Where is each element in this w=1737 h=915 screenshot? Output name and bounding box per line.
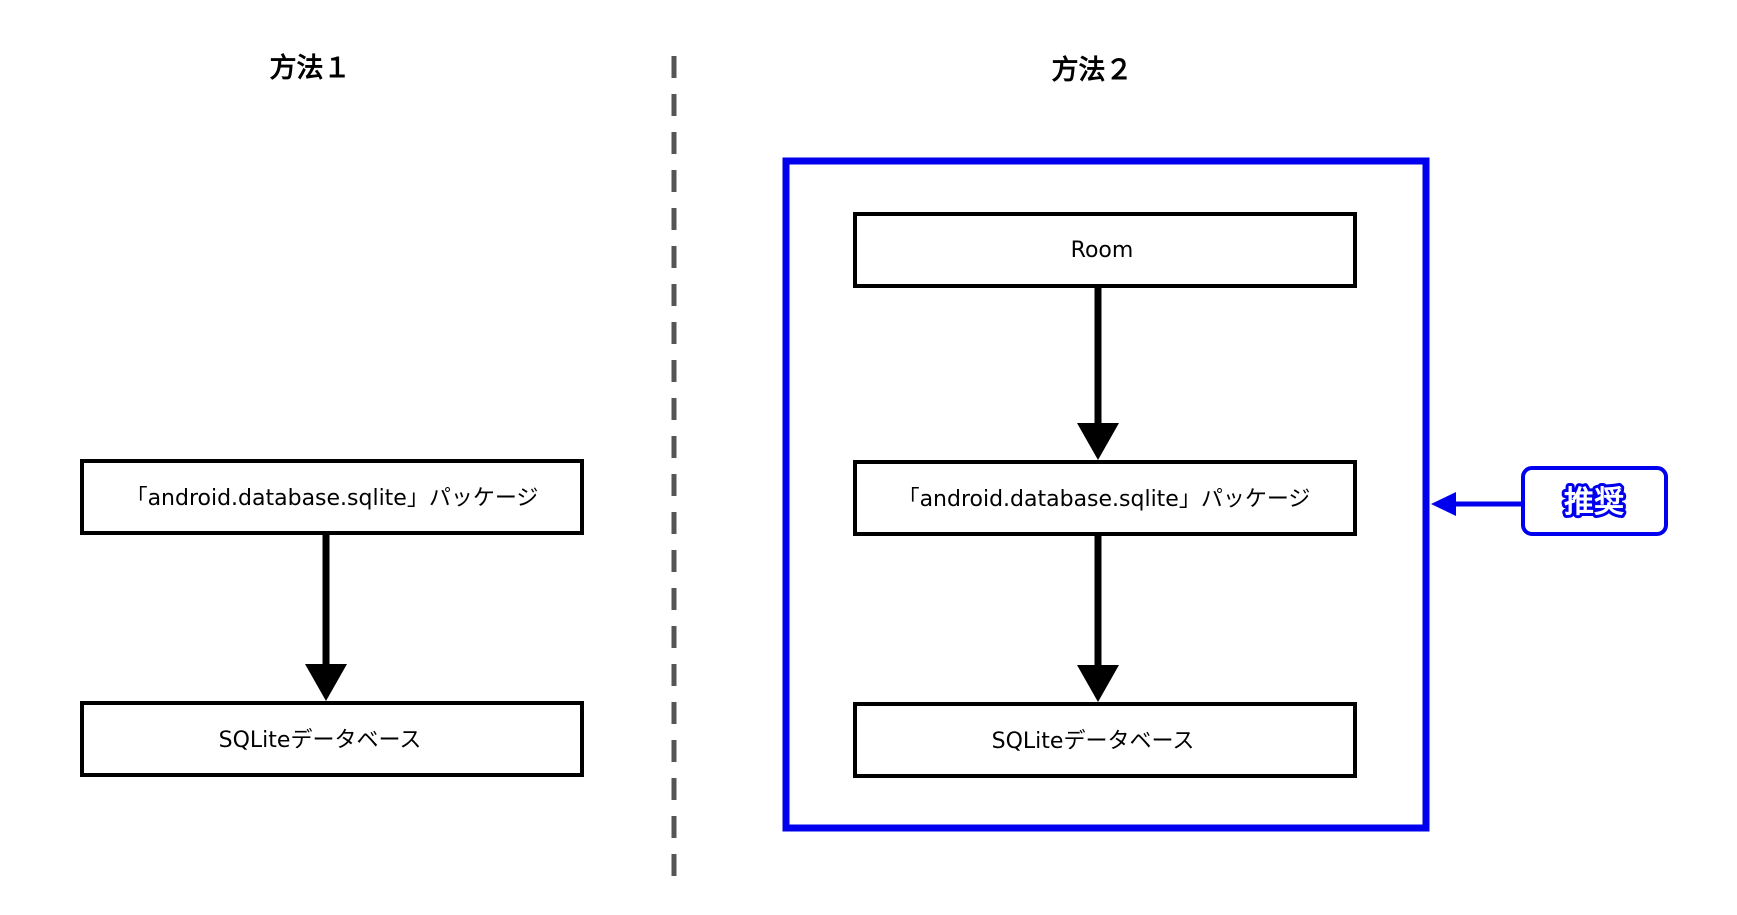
method2-database-box bbox=[853, 702, 1357, 778]
method2-arrow2-head bbox=[1077, 665, 1119, 702]
method1-arrow-head bbox=[305, 664, 347, 701]
method2-package-label: 「android.database.sqlite」パッケージ bbox=[898, 487, 1311, 512]
method1-database-label: SQLiteデータベース bbox=[219, 728, 422, 753]
recommend-label: 推奨 bbox=[1564, 485, 1624, 520]
method2-package-box bbox=[853, 460, 1357, 536]
method1-database-box bbox=[80, 701, 584, 777]
method2-title: 方法２ bbox=[1052, 54, 1133, 86]
method2-recommended-frame bbox=[782, 157, 1430, 832]
method1-title: 方法１ bbox=[270, 52, 351, 84]
method2-arrow1-head bbox=[1077, 423, 1119, 460]
method2-database-label: SQLiteデータベース bbox=[992, 729, 1195, 754]
method2-room-box bbox=[853, 212, 1357, 288]
method2-room-label: Room bbox=[1071, 238, 1134, 263]
recommend-badge bbox=[1521, 466, 1668, 536]
recommend-arrow-head bbox=[1431, 492, 1456, 516]
method1-package-label: 「android.database.sqlite」パッケージ bbox=[126, 486, 539, 511]
method1-package-box bbox=[80, 459, 584, 535]
